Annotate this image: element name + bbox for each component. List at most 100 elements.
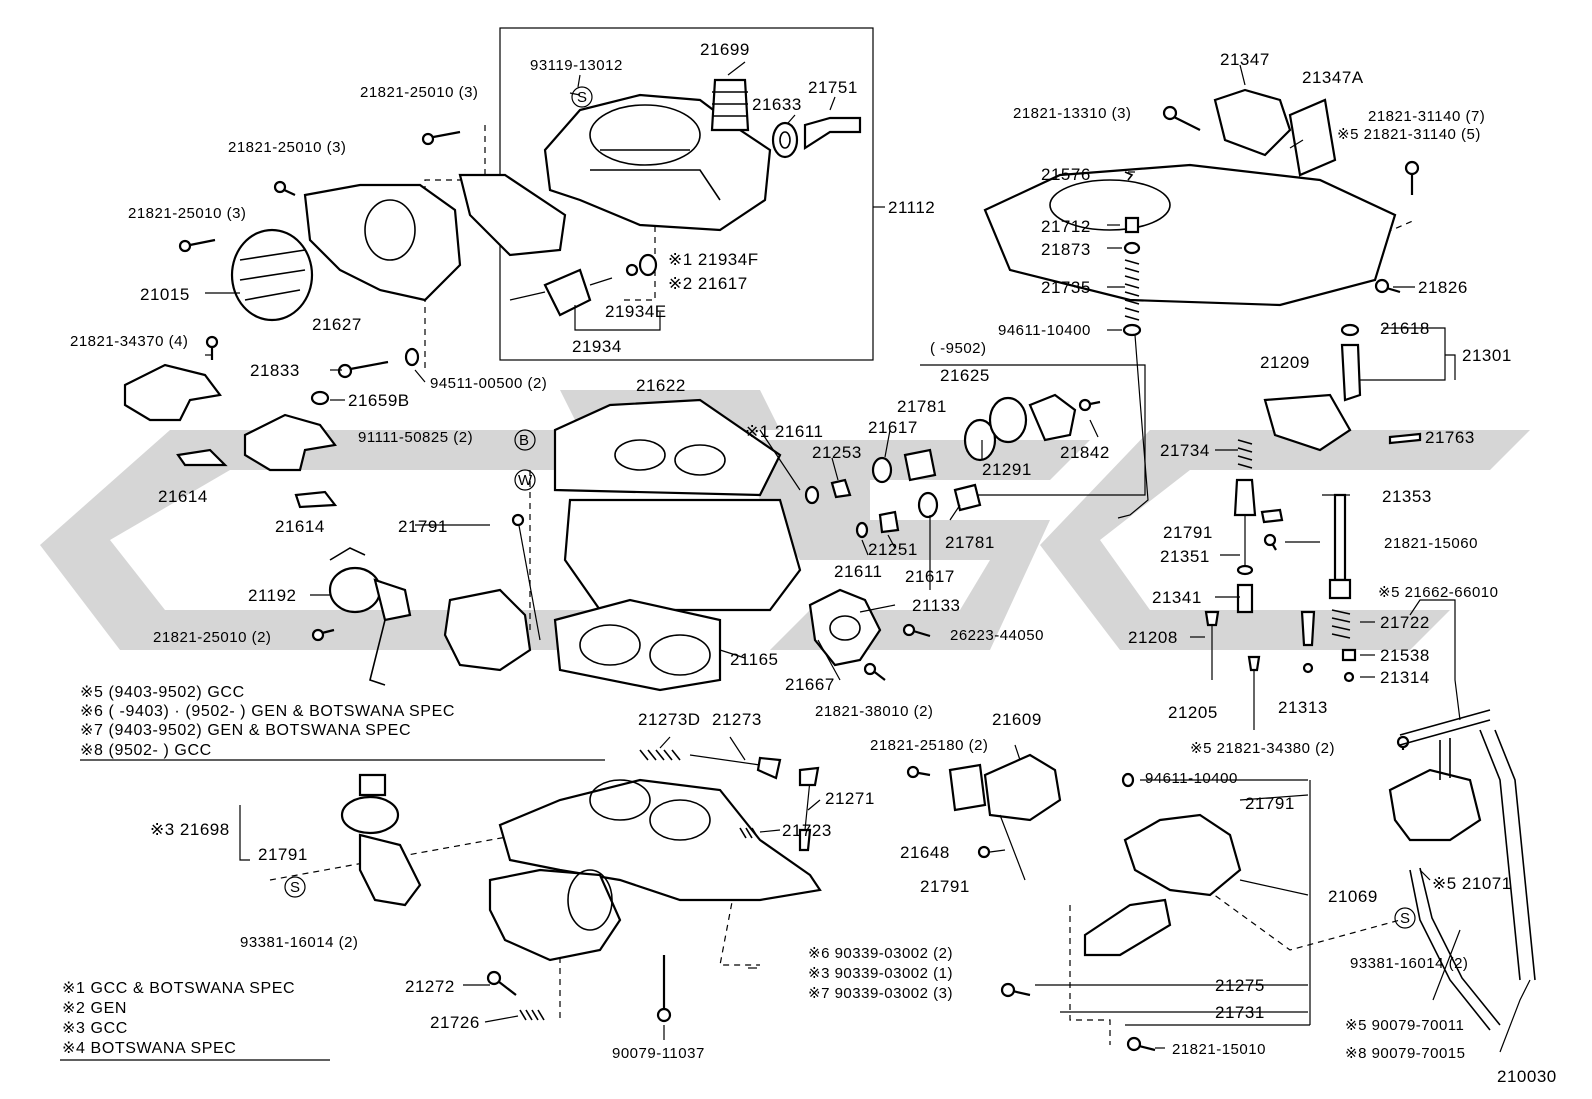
- part-label: 21934E: [605, 302, 667, 321]
- part-label: 21659B: [348, 391, 410, 410]
- power-valve-drawing: [1233, 439, 1284, 614]
- part-label: 21133: [912, 596, 961, 615]
- part-label: 21165: [730, 650, 779, 669]
- vsv-21071-drawing: [1388, 709, 1536, 1031]
- part-label: 21314: [1380, 668, 1430, 687]
- part-label: 21751: [808, 78, 858, 97]
- part-label: ※1 21611: [745, 422, 823, 441]
- part-label: 94611-10400: [1145, 770, 1238, 787]
- gasket-ring-21633-drawing: [771, 121, 799, 159]
- marker-s-right: [1394, 907, 1416, 929]
- part-label: 21273: [712, 710, 762, 729]
- part-label: 94611-10400: [998, 322, 1091, 339]
- part-label: 21731: [1215, 1003, 1265, 1022]
- part-label: 26223-44050: [950, 627, 1044, 644]
- spec-note: ※6 ( -9403) · (9502- ) GEN & BOTSWANA SP…: [80, 703, 455, 720]
- part-label: 21271: [825, 789, 875, 808]
- part-label: 93381-16014 (2): [1350, 955, 1468, 972]
- part-label: ※3 21698: [150, 820, 230, 839]
- marker-s-top: [571, 86, 593, 108]
- base-gasket-21165-drawing: [553, 598, 722, 692]
- screw-icons: [178, 105, 1420, 1052]
- spec-notes-bottom: ※1 GCC & BOTSWANA SPEC ※2 GEN ※3 GCC ※4 …: [62, 980, 295, 1057]
- vacuum-switch-21347-drawing: [1213, 88, 1337, 177]
- jets-21208-21205-drawing: [1204, 610, 1316, 730]
- part-label: 21112: [888, 198, 935, 217]
- part-label: ※5 21071: [1432, 874, 1512, 893]
- part-label: 21699: [700, 40, 750, 59]
- throttle-body-drawing: [488, 778, 822, 962]
- part-label: 21722: [1380, 613, 1430, 632]
- sub-assembly-frame-21625: [920, 364, 1146, 496]
- spec-note: ※5 (9403-9502) GCC: [80, 684, 245, 701]
- part-label: 21341: [1152, 588, 1202, 607]
- part-label: 21209: [1260, 353, 1310, 372]
- part-label: 93381-16014 (2): [240, 934, 358, 951]
- part-label: 21617: [868, 418, 918, 437]
- jets-drawing: [804, 448, 982, 539]
- assembly-line: [1179, 869, 1401, 951]
- throttle-bracket-drawing: [458, 173, 567, 257]
- part-label: 21576: [1041, 165, 1091, 184]
- part-label: 21625: [940, 366, 990, 385]
- valve-21751-drawing: [803, 116, 862, 151]
- part-label: 91111-50825 (2): [358, 429, 473, 446]
- spec-note: ※8 (9502- ) GCC: [80, 742, 212, 759]
- carburetor-body-21622-drawing: [553, 398, 802, 612]
- part-label: 21208: [1128, 628, 1178, 647]
- part-label: 21627: [312, 315, 362, 334]
- part-label: 21617: [905, 567, 955, 586]
- markers: S B W S S: [284, 86, 1416, 929]
- marker-b: [514, 429, 536, 451]
- part-label: 21622: [636, 376, 686, 395]
- part-label: 21614: [275, 517, 325, 536]
- part-label: 21251: [868, 540, 918, 559]
- part-label: 21205: [1168, 703, 1218, 722]
- part-label: 21015: [140, 285, 190, 304]
- part-label: 21826: [1418, 278, 1468, 297]
- part-label: 21614: [158, 487, 208, 506]
- throttle-lever-21614-drawing: [123, 363, 338, 509]
- spec-note: ※7 (9403-9502) GEN & BOTSWANA SPEC: [80, 722, 411, 739]
- part-label: 21821-25010 (2): [153, 629, 271, 646]
- part-label: 21301: [1462, 346, 1512, 365]
- part-label: 93119-13012: [530, 57, 623, 74]
- marker-w-text: W: [518, 472, 533, 489]
- part-label: 21781: [945, 533, 995, 552]
- part-label: 21763: [1425, 428, 1475, 447]
- part-label: 21538: [1380, 646, 1430, 665]
- part-label: 21781: [897, 397, 947, 416]
- mixture-screws-drawing: [639, 749, 820, 852]
- part-label: ※5 21662-66010: [1378, 584, 1499, 601]
- part-label: 21735: [1041, 278, 1091, 297]
- part-label: 210030: [1497, 1067, 1557, 1086]
- throttle-linkage-drawing: [443, 513, 541, 672]
- choke-housing-21627-drawing: [303, 183, 462, 302]
- part-label: 90079-11037: [612, 1045, 705, 1062]
- marker-s-top-text: S: [577, 89, 588, 106]
- spec-note: ※2 GEN: [62, 1000, 127, 1017]
- part-label: 21347: [1220, 50, 1270, 69]
- part-label: 21791: [920, 877, 970, 896]
- part-label: 21821-34370 (4): [70, 333, 188, 350]
- part-label: 21734: [1160, 441, 1210, 460]
- part-label: 21618: [1380, 319, 1430, 338]
- part-label: ※3 90339-03002 (1): [808, 965, 953, 982]
- bracket-line-21698: [239, 805, 250, 861]
- part-label: 21821-15010: [1172, 1041, 1266, 1058]
- bracket-line-21301: [1445, 354, 1456, 380]
- spec-notes-top: ※5 (9403-9502) GCC ※6 ( -9403) · (9502- …: [80, 684, 455, 759]
- part-label: 21821-25010 (3): [128, 205, 246, 222]
- part-label: 21353: [1382, 487, 1432, 506]
- part-label: 21712: [1041, 217, 1091, 236]
- marker-s-left: [284, 876, 306, 898]
- vacuum-diaphragm-21192-drawing: [328, 547, 412, 686]
- part-label: ※6 90339-03002 (2): [808, 945, 953, 962]
- part-label: 21192: [248, 586, 297, 605]
- part-label: 21821-25010 (3): [360, 84, 478, 101]
- part-label: 21069: [1328, 887, 1378, 906]
- plunger-spring-drawing: [710, 78, 750, 132]
- solenoid-valve-21301-drawing: [1263, 323, 1422, 452]
- part-label: 21791: [1245, 794, 1295, 813]
